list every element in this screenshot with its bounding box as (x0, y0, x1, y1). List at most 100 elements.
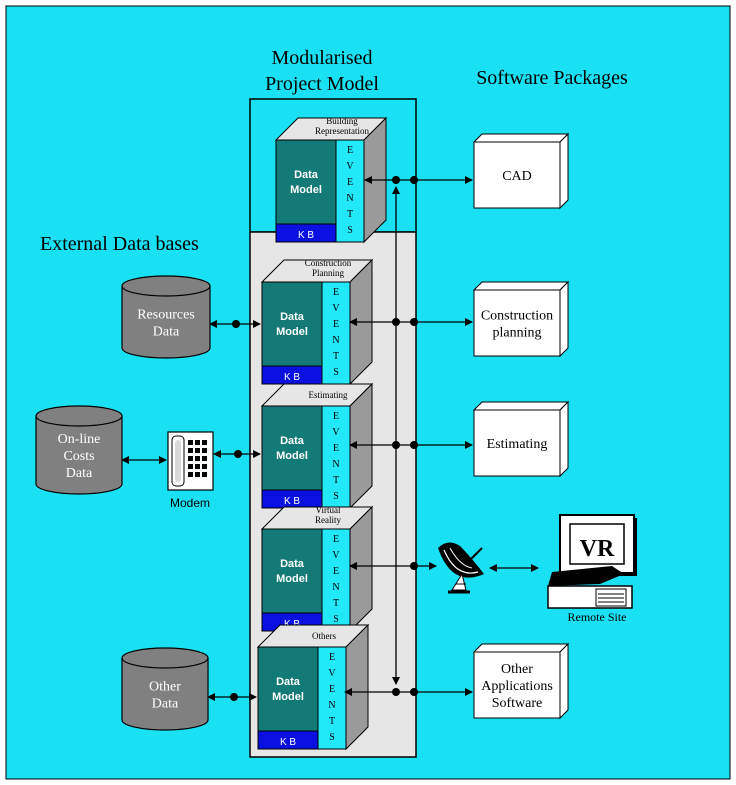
software-package-box: CAD (472, 132, 570, 210)
data-model-label: Data (280, 558, 305, 570)
external-databases-heading: External Data bases (40, 233, 199, 255)
satellite-dish-icon (438, 542, 484, 594)
events-letter: T (333, 475, 339, 486)
data-model-label: Data (280, 435, 305, 447)
module-title: Estimating (309, 390, 348, 400)
events-letter: T (333, 598, 339, 609)
keypad-key (202, 464, 207, 469)
software-packages-heading: Software Packages (476, 67, 628, 89)
database-top (35, 405, 123, 427)
junction-dot (392, 318, 400, 326)
package-top-face (472, 281, 570, 291)
keypad-key (202, 472, 207, 477)
telephone-modem-icon (167, 431, 214, 491)
modem-label: Modem (170, 496, 210, 510)
module-title: Reality (315, 515, 341, 525)
events-letter: V (328, 668, 336, 679)
keypad-key (188, 456, 193, 461)
events-letter: S (333, 491, 339, 502)
package-label: Construction (481, 309, 553, 324)
data-model-label: Model (290, 184, 322, 196)
events-letter: T (333, 351, 339, 362)
package-front-face (473, 289, 561, 357)
kb-label: K B (284, 372, 300, 383)
package-side-face (559, 400, 569, 478)
events-block (317, 646, 347, 750)
events-block (335, 139, 365, 243)
junction-dot (410, 562, 418, 570)
keypad-key (202, 456, 207, 461)
events-letter: N (332, 459, 339, 470)
package-front-face (473, 141, 561, 209)
events-letter: E (347, 177, 353, 188)
module-title: Virtual (316, 505, 341, 515)
database-label: Data (152, 697, 179, 712)
software-package-box: Construction planning (472, 280, 570, 358)
package-front-face (473, 651, 561, 719)
events-letter: S (333, 614, 339, 625)
data-model-block (261, 405, 323, 491)
events-block (321, 405, 351, 509)
database-body (35, 416, 123, 495)
package-top-face (472, 401, 570, 411)
connectors-group (207, 176, 473, 701)
package-top-face (472, 133, 570, 143)
events-letter: E (333, 566, 339, 577)
keypad-key (188, 448, 193, 453)
packages-group: CAD Construction planningEstimatingOtherAp… (472, 132, 570, 720)
events-letter: V (332, 550, 340, 561)
module-side-face (349, 505, 373, 633)
kb-label: K B (298, 230, 314, 241)
database-label: Costs (63, 449, 94, 464)
package-side-face (559, 642, 569, 720)
data-model-label: Data (276, 676, 301, 688)
junction-dot (410, 441, 418, 449)
data-model-block (257, 646, 319, 732)
data-model-label: Model (276, 450, 308, 462)
vr-computer-icon (547, 514, 637, 609)
keypad-key (188, 472, 193, 477)
project-model-heading-line1: Modularised (271, 47, 372, 69)
junction-dot (234, 450, 242, 458)
database-body (121, 286, 211, 359)
events-letter: V (332, 427, 340, 438)
data-model-label: Data (280, 311, 305, 323)
package-label: Software (492, 696, 543, 711)
kb-label: K B (280, 737, 296, 748)
events-letter: T (347, 209, 353, 220)
data-model-label: Model (272, 691, 304, 703)
keypad-key (202, 440, 207, 445)
package-top-face (472, 643, 570, 653)
keypad-key (195, 472, 200, 477)
software-package-box: Estimating (472, 400, 570, 478)
events-letter: N (332, 582, 339, 593)
junction-dot (410, 688, 418, 696)
package-label: planning (493, 326, 542, 341)
data-model-block (261, 281, 323, 367)
junction-dot (232, 320, 240, 328)
package-front-face (473, 409, 561, 477)
keypad-key (195, 464, 200, 469)
package-side-face (559, 132, 569, 210)
events-letter: T (329, 716, 335, 727)
events-letter: E (333, 319, 339, 330)
module-side-face (345, 623, 369, 751)
keypad-key (195, 456, 200, 461)
remote-site-label: Remote Site (568, 610, 627, 624)
events-letter: V (332, 303, 340, 314)
database-label: On-line (58, 432, 101, 447)
keypad-key (188, 440, 193, 445)
database-body (121, 658, 209, 731)
junction-dot (392, 441, 400, 449)
module-side-face (349, 382, 373, 510)
module-title: Building (326, 116, 358, 126)
junction-dot (410, 176, 418, 184)
keypad-key (202, 448, 207, 453)
